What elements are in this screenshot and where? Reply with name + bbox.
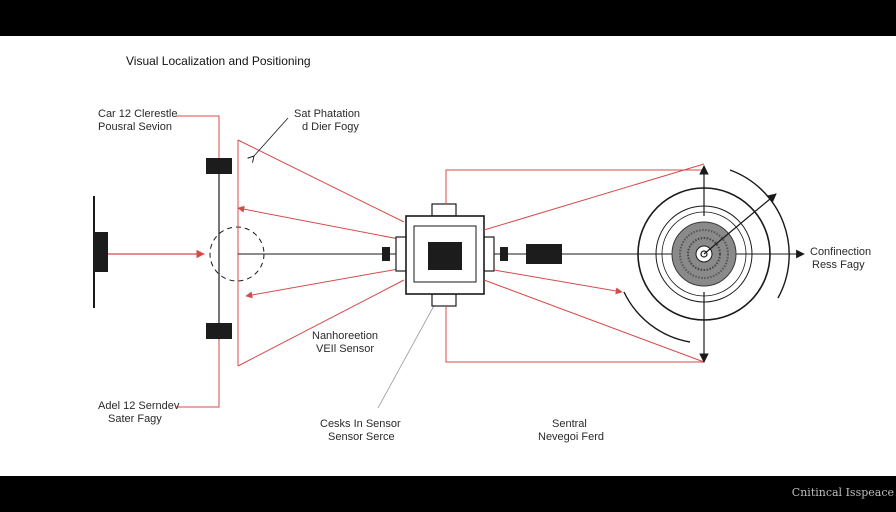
camera-bottom-mount <box>431 293 457 307</box>
label-bottom-right: Sentral Nevegoi Ferd <box>538 418 604 444</box>
label-right-line1: Confinection <box>810 246 872 258</box>
letterbox-bottom <box>0 476 896 512</box>
label-top-center-line1: Sat Phatation <box>294 108 361 120</box>
callout-top-center <box>247 117 289 163</box>
ray-frame-bottom <box>445 306 704 363</box>
ray-upper-diagonal <box>483 163 705 231</box>
label-top-left: Car 12 Clerestle Pousral Sevion <box>98 108 177 134</box>
target-diagonal-vector <box>703 193 777 255</box>
label-top-left-line1: Car 12 Clerestle <box>98 108 178 120</box>
ray-lower-diagonal <box>483 279 705 363</box>
label-bottom-right-line2: Nevegoi Ferd <box>538 431 605 443</box>
label-right-line2: Ress Fagy <box>812 259 865 271</box>
label-top-center-line2: d Dier Fogy <box>302 121 359 133</box>
left-emitter-block <box>94 232 108 272</box>
label-bottom-center-line1: Cesks In Sensor <box>320 418 401 430</box>
label-mid-center-line2: VEIl Sensor <box>316 343 375 355</box>
target-orbit-arc-bottom <box>623 291 691 343</box>
callout-bottom-left <box>176 339 220 408</box>
camera-body <box>405 215 485 295</box>
right-emitter-block <box>526 244 562 264</box>
target-disc-band-2 <box>687 237 721 271</box>
ray-to-target <box>493 269 623 295</box>
target-center-dot <box>700 250 708 258</box>
callout-bottom-center <box>377 301 437 409</box>
camera-left-lens <box>382 247 390 261</box>
diagram-canvas: Visual Localization and Positioning <box>0 36 896 476</box>
fov-upper-edge <box>237 139 405 223</box>
ray-upper-return <box>237 205 405 241</box>
upper-sensor-block <box>206 158 232 174</box>
watermark-text: Cnitincal Isspeace <box>791 486 894 499</box>
camera-sensor <box>428 242 462 270</box>
camera-right-lens <box>500 247 508 261</box>
fov-lower-edge <box>237 279 405 367</box>
label-bottom-left-line1: Adel 12 Serndev <box>98 400 180 412</box>
label-mid-center: Nanhoreetion VEIl Sensor <box>312 330 378 356</box>
target-disc-band <box>679 229 729 279</box>
label-bottom-center-line2: Sensor Serce <box>328 431 395 443</box>
label-mid-center-line1: Nanhoreetion <box>312 330 379 342</box>
diagram-svg <box>93 115 805 409</box>
label-right: Confinection Ress Fagy <box>810 246 871 272</box>
label-top-left-line2: Pousral Sevion <box>98 121 172 133</box>
ray-lower-return <box>245 267 405 299</box>
label-bottom-right-line1: Sentral <box>552 418 587 430</box>
callout-top-left <box>176 115 220 158</box>
label-top-center: Sat Phatation d Dier Fogy <box>294 108 360 134</box>
lower-sensor-block <box>206 323 232 339</box>
diagram-title: Visual Localization and Positioning <box>126 54 311 68</box>
target-orbit-arc-top <box>729 169 790 299</box>
letterbox-top <box>0 0 896 36</box>
label-bottom-left-line2: Sater Fagy <box>108 413 162 425</box>
label-bottom-center: Cesks In Sensor Sensor Serce <box>320 418 401 444</box>
camera-inner-frame <box>413 225 477 283</box>
ray-frame-top <box>445 169 704 204</box>
label-bottom-left: Adel 12 Serndev Sater Fagy <box>98 400 179 426</box>
camera-top-mount <box>431 203 457 217</box>
